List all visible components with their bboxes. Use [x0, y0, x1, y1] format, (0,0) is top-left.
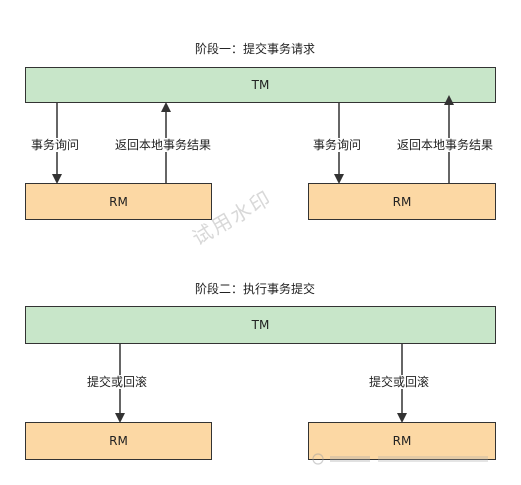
phase2-title: 阶段二：执行事务提交: [195, 282, 316, 296]
phase1-rm-left-label: RM: [109, 194, 128, 209]
phase2-commit-label-left: 提交或回滚: [87, 375, 148, 389]
phase1-query-label-right: 事务询问: [313, 138, 362, 152]
phase2-rm-left-label: RM: [109, 434, 128, 448]
phase1-title: 阶段一：提交事务请求: [195, 42, 316, 56]
phase1-tm-label: TM: [251, 78, 270, 92]
phase1-rm-right-box: RM: [308, 183, 496, 220]
phase1-query-label-left: 事务询问: [31, 138, 80, 152]
phase2-tm-label: TM: [251, 318, 270, 332]
phase2-commit-label-right: 提交或回滚: [369, 375, 430, 389]
phase1-return-label-left: 返回本地事务结果: [115, 138, 212, 152]
phase2-rm-right-label: RM: [392, 434, 412, 448]
phase1-rm-left-box: RM: [25, 183, 212, 220]
phase1-rm-right-label: RM: [392, 194, 412, 209]
phase1-return-label-right: 返回本地事务结果: [397, 138, 494, 152]
corner-watermark-icon: [312, 452, 492, 469]
phase2-tm-box: TM: [25, 306, 496, 344]
phase1-tm-box: TM: [25, 67, 496, 103]
